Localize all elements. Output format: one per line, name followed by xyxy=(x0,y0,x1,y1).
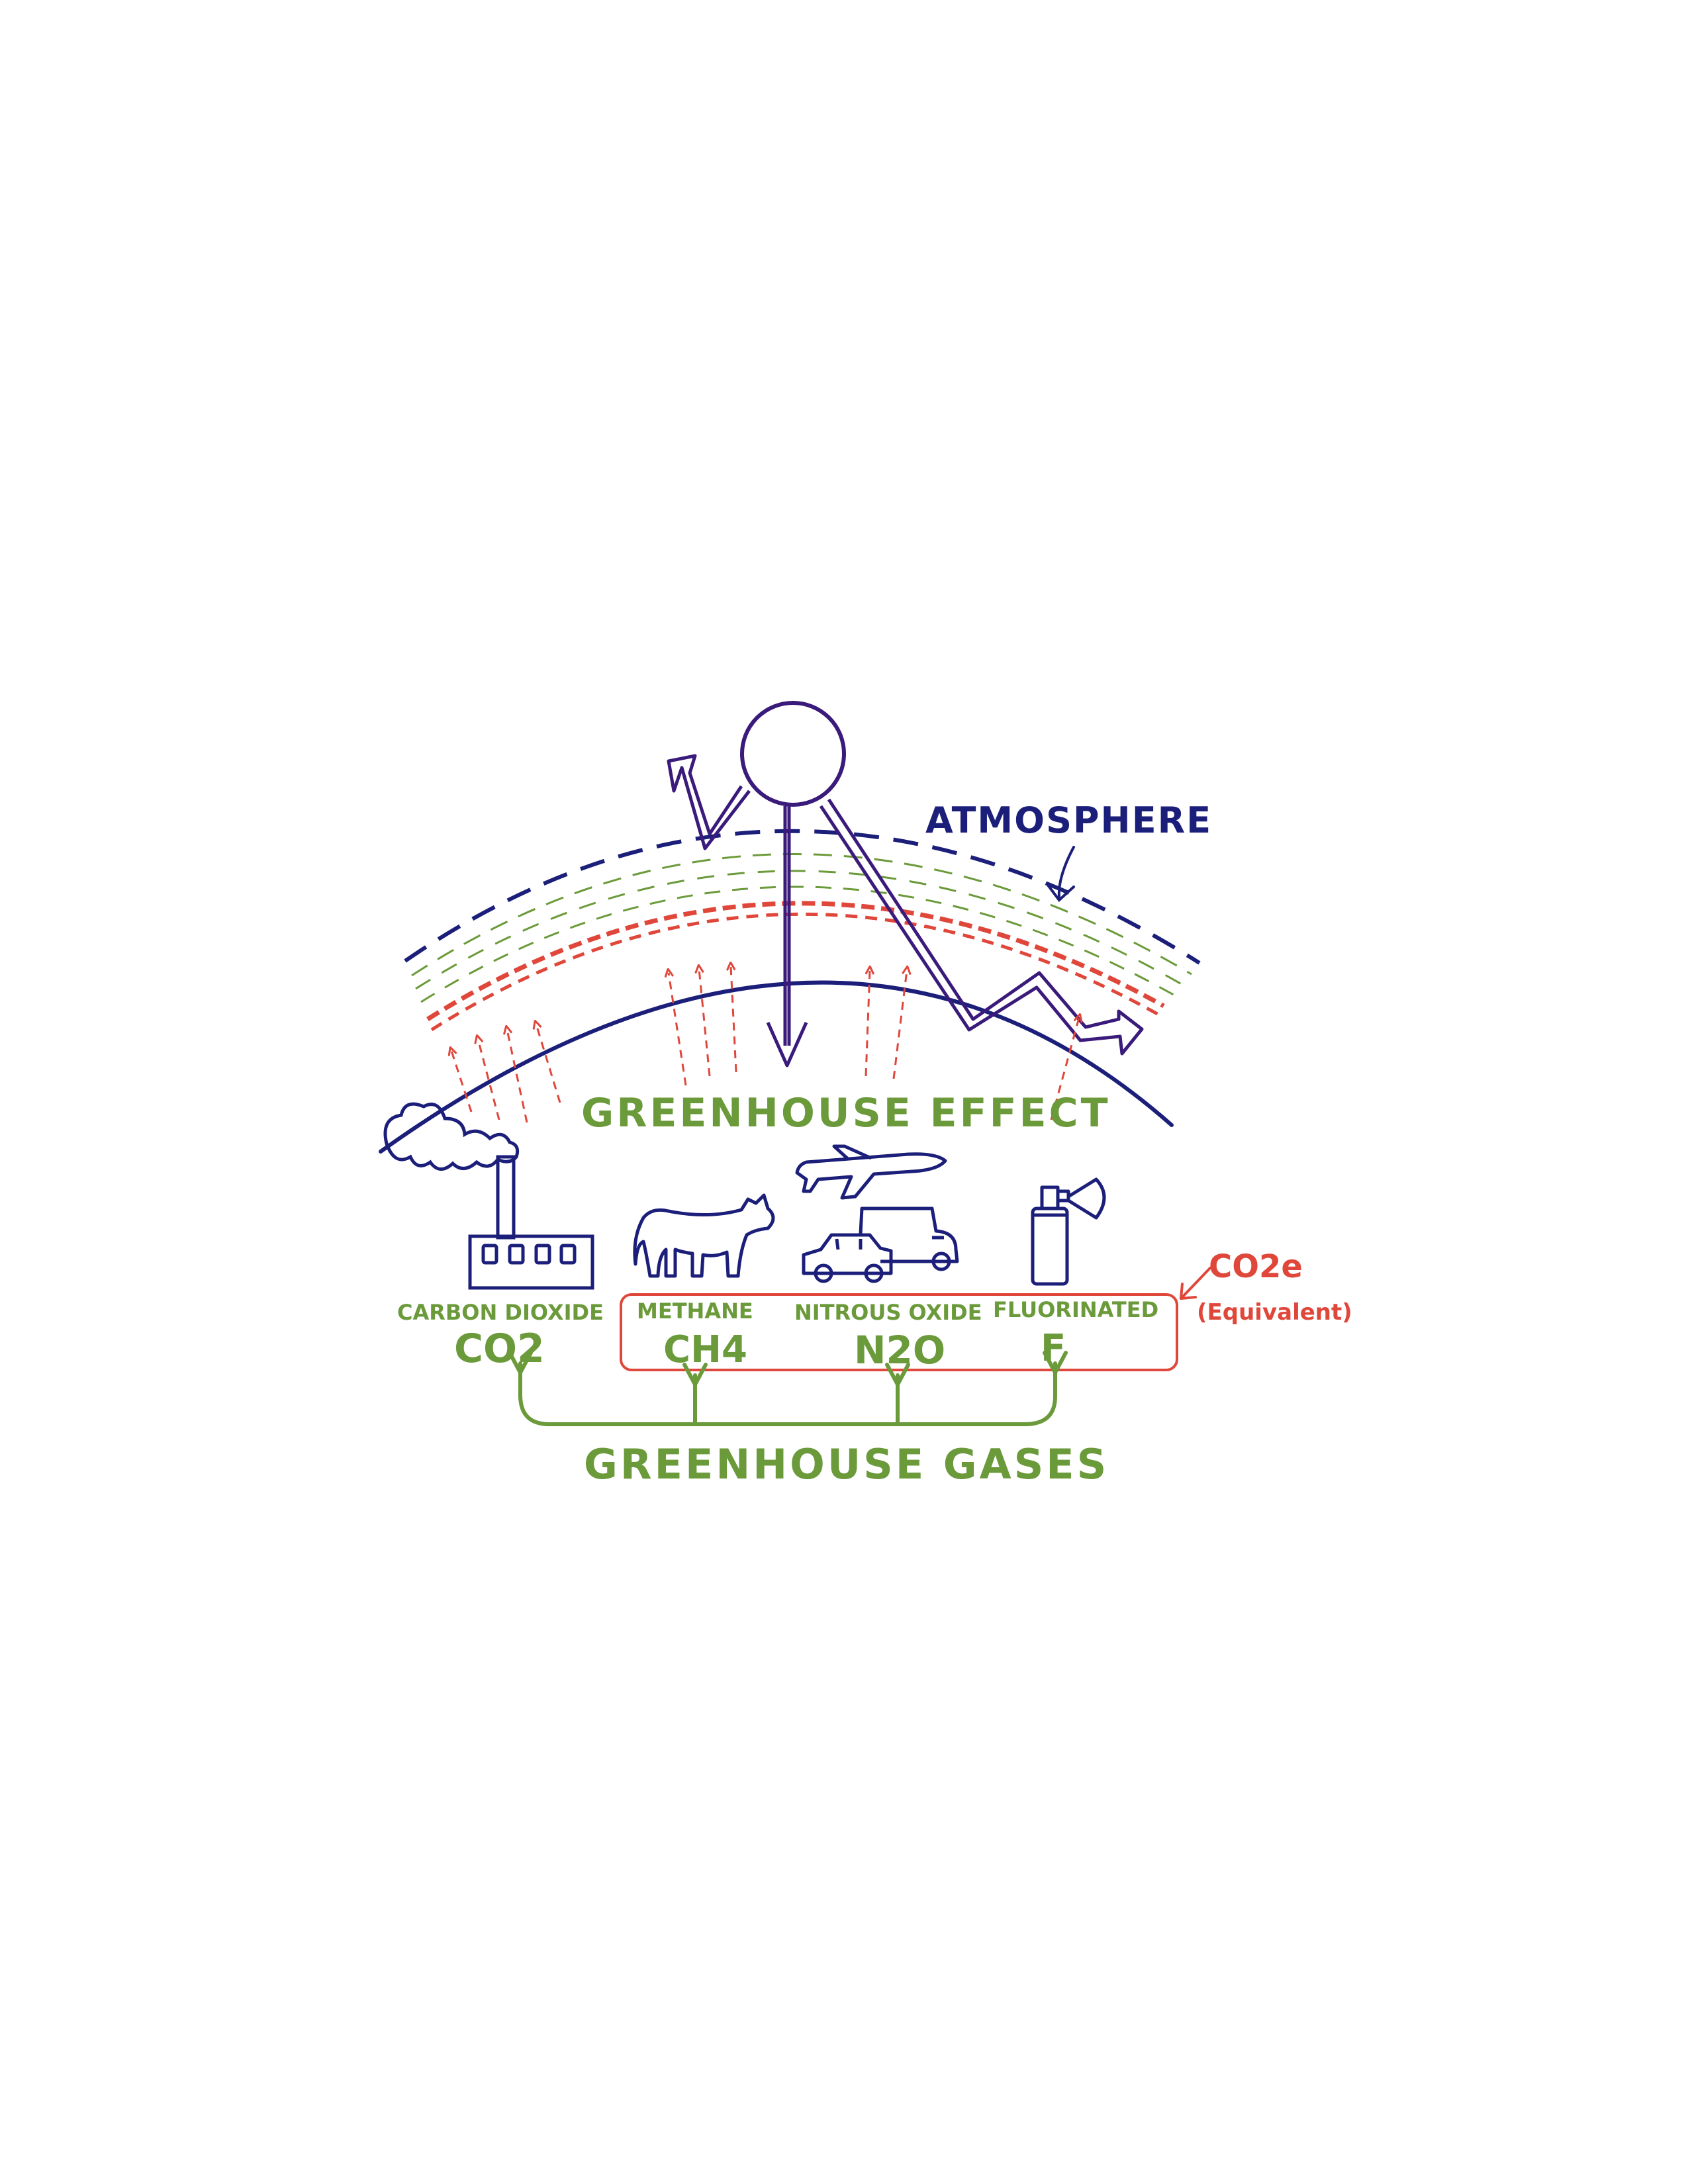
red-layer-1 xyxy=(426,901,1165,1021)
green-layer-2 xyxy=(415,870,1186,990)
cow-icon xyxy=(633,1193,775,1278)
gas-name-f: FLUORINATED xyxy=(993,1297,1158,1322)
gas-formula-n2o: N2O xyxy=(854,1328,945,1373)
gas-formula-co2: CO2 xyxy=(454,1326,545,1372)
spray-can-icon xyxy=(1031,1177,1106,1286)
co2e-label: CO2e xyxy=(1209,1248,1303,1285)
truck-wheel xyxy=(931,1251,951,1271)
car-wheel xyxy=(814,1263,833,1283)
airplane-icon xyxy=(795,1144,947,1200)
factory-icon xyxy=(383,1102,594,1290)
heat-arrow xyxy=(731,966,737,1073)
gas-name-n2o: NITROUS OXIDE xyxy=(794,1300,982,1325)
atmosphere-label: ATMOSPHERE xyxy=(925,799,1212,841)
heat-arrow xyxy=(451,1051,473,1113)
trapped-arrow-icon xyxy=(819,798,1144,1056)
heat-arrows xyxy=(451,966,1079,1123)
green-layer-3 xyxy=(420,886,1178,1003)
gas-formula-ch4: CH4 xyxy=(663,1328,747,1371)
atmosphere-outer-line xyxy=(404,829,1201,965)
sunlight-arrows xyxy=(667,754,1144,1068)
heat-arrow xyxy=(478,1039,500,1120)
red-layer-2 xyxy=(430,912,1161,1032)
atmosphere-pointer-icon xyxy=(1046,846,1075,902)
gases-connector xyxy=(508,1351,1068,1426)
heat-arrow xyxy=(669,973,687,1086)
heat-arrow xyxy=(1050,1018,1079,1120)
heat-arrow xyxy=(536,1024,561,1103)
heat-arrow xyxy=(865,970,870,1077)
factory-smoke-icon xyxy=(383,1102,520,1171)
heat-arrow xyxy=(892,970,907,1079)
car-wheel xyxy=(864,1263,884,1283)
greenhouse-gases-label: GREENHOUSE GASES xyxy=(584,1440,1109,1488)
gas-formula-f: F xyxy=(1041,1327,1066,1370)
heat-arrow xyxy=(507,1030,528,1123)
incoming-arrow-icon xyxy=(766,806,808,1068)
reflected-arrow-icon xyxy=(667,754,751,850)
greenhouse-effect-label: GREENHOUSE EFFECT xyxy=(581,1090,1111,1136)
earth-surface xyxy=(379,980,1174,1154)
co2e-sublabel: (Equivalent) xyxy=(1197,1299,1352,1326)
sun-icon xyxy=(740,701,846,807)
heat-arrow xyxy=(699,969,711,1077)
car-icon xyxy=(802,1233,893,1275)
co2e-pointer-icon xyxy=(1180,1267,1211,1300)
vehicles-icon xyxy=(802,1206,959,1283)
truck-icon xyxy=(859,1206,959,1263)
gas-name-co2: CARBON DIOXIDE xyxy=(397,1300,604,1325)
green-layer-1 xyxy=(411,853,1192,977)
atmosphere-layers xyxy=(404,829,1201,1032)
gas-name-ch4: METHANE xyxy=(637,1298,753,1324)
